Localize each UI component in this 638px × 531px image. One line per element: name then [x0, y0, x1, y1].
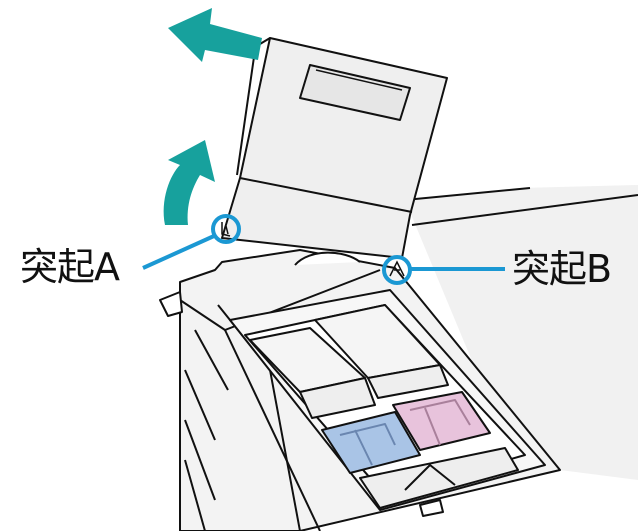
protrusion-a-icon: [221, 222, 231, 237]
arrow-left-up-icon: [168, 8, 262, 62]
lid-handle: [299, 64, 411, 121]
blue-compartment: [321, 411, 421, 474]
arrow-curved-up-icon: [163, 140, 215, 225]
machine-top-plane: [405, 185, 638, 480]
pink-compartment: [392, 391, 491, 451]
protrusion-b-icon: [389, 260, 405, 277]
callout-label-protrusion-a: 突起A: [20, 245, 120, 289]
callout-label-protrusion-b: 突起B: [512, 247, 612, 291]
protrusion-a-marker: [211, 214, 241, 244]
